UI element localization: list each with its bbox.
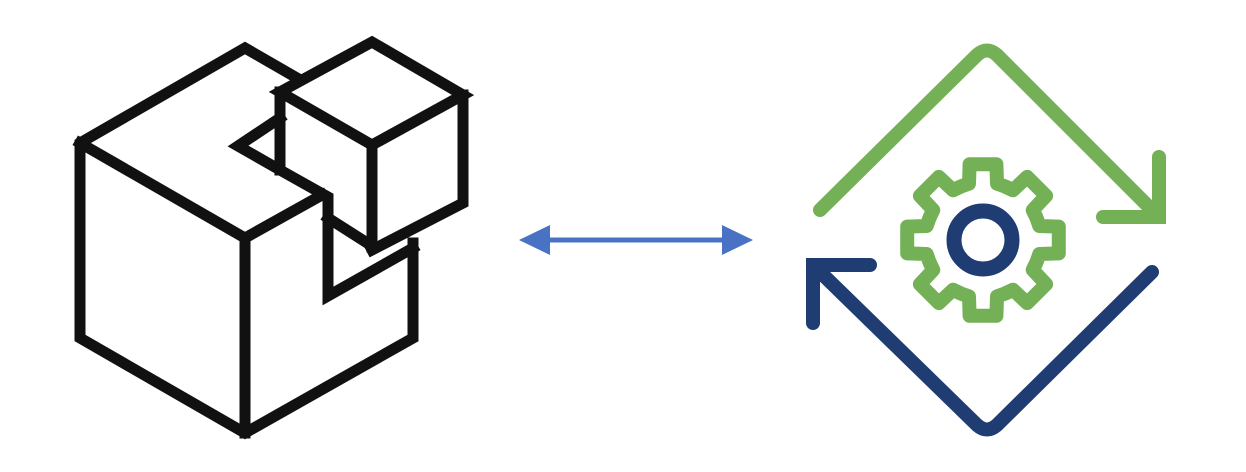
small-cube-right bbox=[364, 89, 469, 258]
green-cycle-arrow bbox=[813, 43, 1164, 222]
small-cube-top bbox=[268, 35, 475, 152]
notch-top bbox=[227, 110, 421, 306]
navy-cycle-arrow bbox=[809, 261, 1159, 437]
big-cube-outline bbox=[74, 41, 419, 440]
big-cube-top-edge bbox=[237, 187, 330, 246]
green-arrowhead bbox=[1103, 157, 1166, 224]
arrowhead-left bbox=[519, 225, 550, 255]
arrowhead-right bbox=[722, 225, 753, 255]
gear-hub-icon bbox=[946, 203, 1020, 277]
modular-cubes-icon bbox=[72, 35, 475, 440]
navy-arrowhead bbox=[806, 258, 870, 323]
notch-inner bbox=[320, 210, 380, 254]
gear-cycle-icon bbox=[806, 43, 1166, 437]
bidirectional-arrow bbox=[519, 225, 753, 255]
gear-icon bbox=[900, 157, 1066, 323]
